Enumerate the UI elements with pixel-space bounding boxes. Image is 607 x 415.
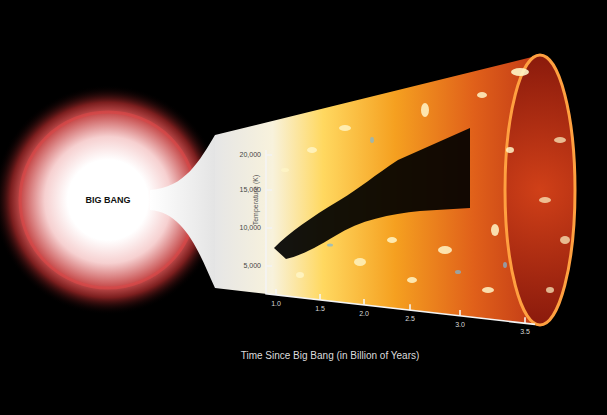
big-bang-core: BIG BANG [82, 193, 135, 207]
tick-label: 3.0 [455, 321, 465, 329]
axis-bracket [266, 150, 535, 324]
axis-title: Time Since Big Bang (in Billion of Years… [241, 350, 420, 362]
temperature-curve-region [274, 128, 470, 259]
big-bang-glow [0, 85, 223, 315]
node-text: BIG BANG [86, 195, 131, 205]
tick-label: 10,000 [240, 224, 261, 232]
tick-label: 2.0 [359, 310, 369, 318]
tick-label: 5,000 [243, 262, 261, 270]
funnel-neck [150, 135, 215, 288]
tick-label: 1.0 [271, 300, 281, 308]
tick-label: 1.5 [315, 305, 325, 313]
tick-label: 2.5 [405, 315, 415, 323]
cone-rim [505, 55, 575, 325]
universe-cone [215, 55, 575, 325]
tick-label: 3.5 [520, 328, 530, 336]
axis-title: Temperature (K) [252, 175, 260, 226]
tick-label: 20,000 [240, 151, 261, 159]
tick-label: 15,000 [240, 186, 261, 194]
